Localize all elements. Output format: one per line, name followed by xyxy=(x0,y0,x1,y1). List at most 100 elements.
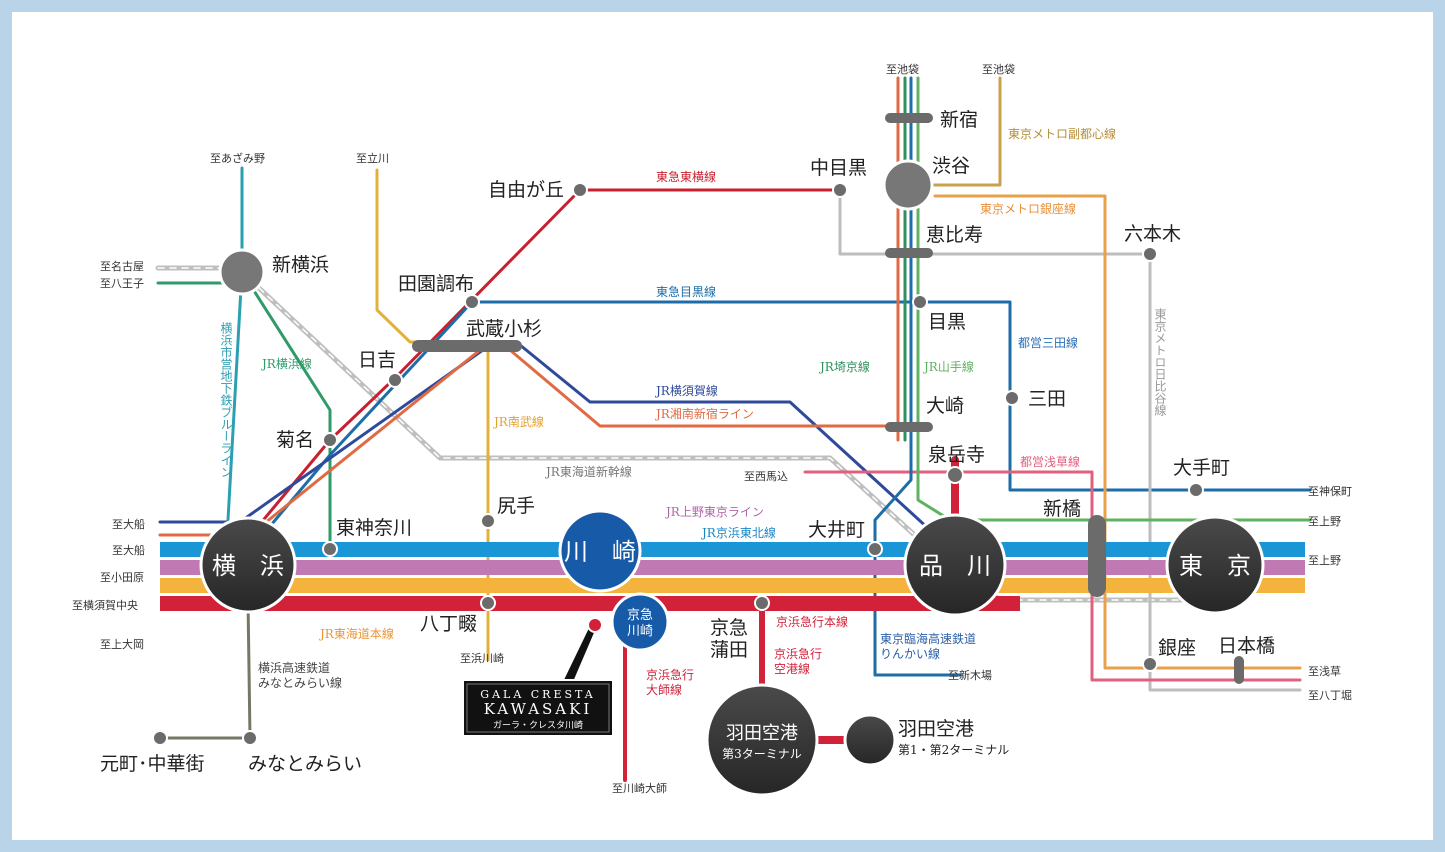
shinjuku-bar xyxy=(885,113,933,123)
hiyoshi-dot xyxy=(387,372,403,388)
trunk-bands xyxy=(160,542,1305,611)
ginza-line-label: 東京メトロ銀座線 xyxy=(980,201,1076,216)
minatomirai-line-label-1: 横浜高速鉄道 xyxy=(258,660,330,675)
keikyu-daishi-line-label-1: 京浜急行 xyxy=(646,667,694,682)
keihintohoku-line-label: JR京浜東北線 xyxy=(700,525,776,540)
yokohama-line-route xyxy=(156,270,332,550)
sengakuji-dot xyxy=(946,466,964,484)
nakameguro-dot xyxy=(832,182,848,198)
roppongi-dot xyxy=(1142,246,1158,262)
property-name-kana: ガーラ・クレスタ川崎 xyxy=(493,719,583,731)
shiriute-dot xyxy=(480,513,496,529)
saikyo-line-label: JR埼京線 xyxy=(818,359,870,374)
osaki-label: 大崎 xyxy=(926,395,964,417)
haneda3-label-2: 第3ターミナル xyxy=(722,747,802,761)
shibuya-label: 渋谷 xyxy=(932,155,970,177)
rinkai-line-label-2: りんかい線 xyxy=(880,646,940,661)
yokohama-hub xyxy=(199,516,297,614)
denenchofu-label: 田園調布 xyxy=(398,273,474,295)
haneda3-hub xyxy=(705,683,819,797)
property-marker: GALA CRESTA KAWASAKI ガーラ・クレスタ川崎 xyxy=(462,617,614,737)
hatchonawate-label: 八丁畷 xyxy=(420,613,477,635)
yokohama-label: 横 浜 xyxy=(212,552,284,580)
jiyugaoka-label: 自由が丘 xyxy=(488,179,564,201)
hatchonawate-dot xyxy=(480,595,496,611)
yamanote-line-label: JR山手線 xyxy=(922,359,974,374)
shiriute-label: 尻手 xyxy=(497,495,535,517)
nihombashi-bar xyxy=(1234,656,1244,684)
hibiya-line-label: 東京メトロ日比谷線 xyxy=(1153,308,1167,416)
roppongi-label: 六本木 xyxy=(1124,223,1181,245)
dest-hamakawasaki: 至浜川崎 xyxy=(460,651,504,665)
keikyu-kawasaki-label-1: 京急 xyxy=(627,608,653,623)
haneda12-sublabel: 第1・第2ターミナル xyxy=(898,743,1009,757)
asakusa-line-label: 都営浅草線 xyxy=(1020,454,1080,469)
dest-azamino: 至あざみ野 xyxy=(210,151,265,165)
tokyo-label: 東 京 xyxy=(1179,552,1251,580)
dest-ueno-2: 至上野 xyxy=(1308,554,1341,567)
higashikanagawa-dot xyxy=(322,541,338,557)
keikyukamata-dot xyxy=(754,595,770,611)
haneda12-label: 羽田空港 xyxy=(898,718,974,740)
mita-line-label: 都営三田線 xyxy=(1018,335,1078,350)
keikyu-airport-line-label-2: 空港線 xyxy=(774,661,810,676)
keikyu-main-line-label: 京浜急行本線 xyxy=(776,614,848,629)
dest-ueno-1: 至上野 xyxy=(1308,515,1341,528)
ginza-dot xyxy=(1142,656,1158,672)
kikuna-label: 菊名 xyxy=(276,429,314,451)
kikuna-dot xyxy=(322,432,338,448)
tokaido-line-label: JR東海道本線 xyxy=(318,626,394,641)
shibuya-hub xyxy=(882,159,934,211)
minatomirai-route xyxy=(158,598,252,740)
hiyoshi-label: 日吉 xyxy=(358,349,396,371)
nakameguro-label: 中目黒 xyxy=(810,157,867,179)
musashikosugi-label: 武蔵小杉 xyxy=(466,318,542,340)
shinkansen-line-label: JR東海道新幹線 xyxy=(544,464,632,479)
nanbu-route xyxy=(375,168,490,662)
otemachi-dot xyxy=(1188,482,1204,498)
rinkai-line-label-1: 東京臨海高速鉄道 xyxy=(880,631,976,646)
keikyukamata-label-2: 蒲田 xyxy=(710,639,748,661)
musashikosugi-bar xyxy=(412,340,522,352)
sengakuji-label: 泉岳寺 xyxy=(928,444,985,466)
nihombashi-label: 日本橋 xyxy=(1218,635,1275,657)
shinagawa-hub xyxy=(903,513,1007,617)
kawasaki-hub xyxy=(558,509,642,593)
dest-ikebukuro-1: 至池袋 xyxy=(886,62,919,76)
haneda3-label-1: 羽田空港 xyxy=(726,723,798,744)
shinagawa-label: 品 川 xyxy=(919,552,991,580)
dest-kamiooka: 至上大岡 xyxy=(100,637,144,651)
denenchofu-dot xyxy=(464,294,480,310)
dest-ofuna-1: 至大船 xyxy=(112,517,145,531)
keikyu-daishi-line-label-2: 大師線 xyxy=(646,682,682,697)
minatomirai-label: みなとみらい xyxy=(248,753,362,775)
higashikanagawa-label: 東神奈川 xyxy=(336,517,412,539)
dest-asakusa: 至浅草 xyxy=(1308,665,1341,678)
shimbashi-bar xyxy=(1088,515,1106,597)
jiyugaoka-dot xyxy=(572,182,588,198)
dest-shinkiba: 至新木場 xyxy=(948,668,992,682)
dest-ikebukuro-2: 至池袋 xyxy=(982,62,1015,76)
minatomirai-line-label-2: みなとみらい線 xyxy=(258,675,342,690)
dest-ofuna-2: 至大船 xyxy=(112,543,145,557)
dest-hatchobori: 至八丁堀 xyxy=(1308,689,1352,702)
mita-label: 三田 xyxy=(1028,388,1066,410)
nanbu-line-label: JR南武線 xyxy=(492,414,544,429)
keikyu-kawasaki-hub xyxy=(610,592,670,652)
dest-nagoya: 至名古屋 xyxy=(100,259,144,273)
mita-dot xyxy=(1004,390,1020,406)
fukutoshin-route xyxy=(928,76,1002,187)
hibiya-route xyxy=(838,188,1302,692)
kawasaki-label: 川 崎 xyxy=(564,538,636,566)
meguro-dot xyxy=(912,294,928,310)
meguro-label: 目黒 xyxy=(928,311,966,333)
ginza-route xyxy=(933,194,1302,670)
ueno-tokyo-line-label: JR上野東京ライン xyxy=(664,505,764,519)
dest-nishimagome: 至西馬込 xyxy=(744,470,788,483)
oimachi-dot xyxy=(867,541,883,557)
shimbashi-label: 新橋 xyxy=(1043,498,1081,520)
osaki-bar xyxy=(885,422,933,432)
fukutoshin-line-label: 東京メトロ副都心線 xyxy=(1008,126,1116,141)
motomachi-dot xyxy=(152,730,168,746)
shinyokohama-hub xyxy=(218,248,266,296)
